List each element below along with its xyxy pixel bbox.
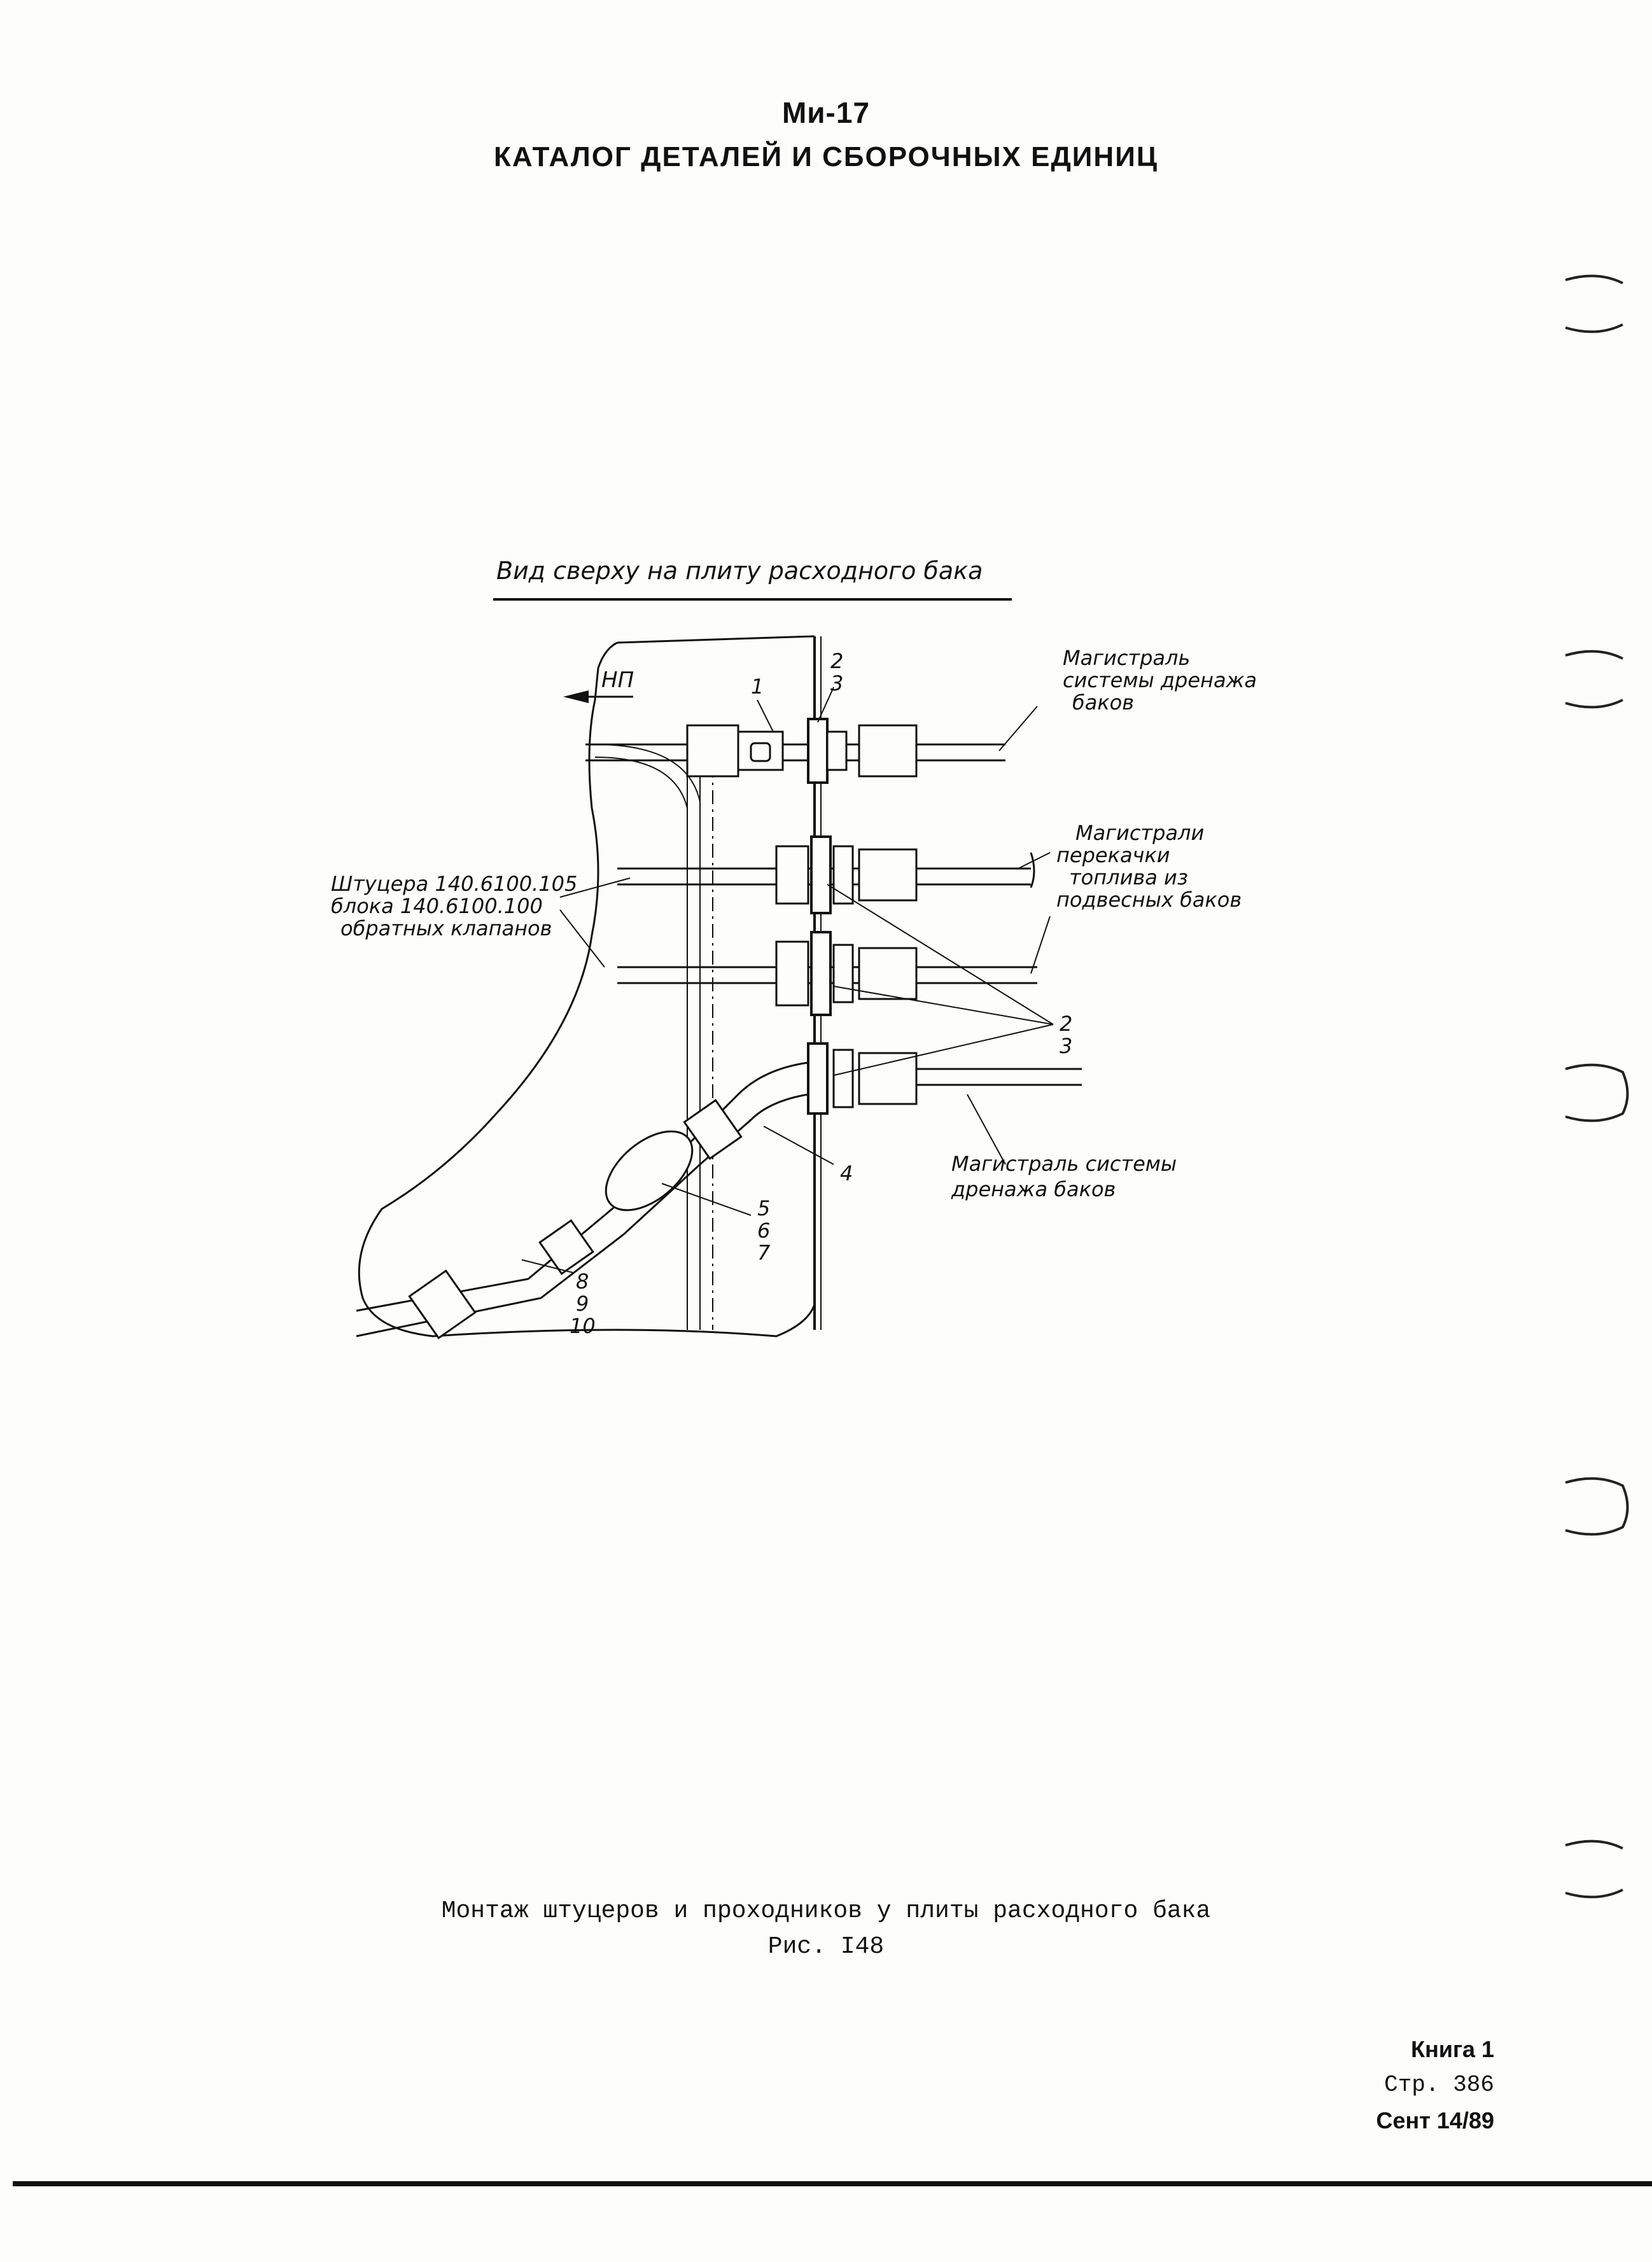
plate-outline <box>358 641 816 1337</box>
technical-drawing: Вид сверху на плиту расходного бака НП <box>305 541 1298 1419</box>
binder-hole-mark <box>1559 1056 1629 1133</box>
svg-text:Магистраль: Магистраль <box>1063 646 1190 670</box>
svg-text:дренажа баков: дренажа баков <box>951 1177 1116 1201</box>
footer-book: Книга 1 <box>1411 2036 1494 2062</box>
catalog-subtitle: КАТАЛОГ ДЕТАЛЕЙ И СБОРОЧНЫХ ЕДИНИЦ <box>494 141 1158 172</box>
pipe-row-transfer-2 <box>617 931 1037 1016</box>
callout-4: 4 <box>840 1161 853 1185</box>
figure-number: Рис. I48 <box>767 1933 885 1960</box>
svg-text:Штуцера 140.6100.105: Штуцера 140.6100.105 <box>331 872 577 896</box>
pipe-row-drain-top <box>585 718 1005 784</box>
catalog-title: Ми-17 <box>781 96 871 129</box>
svg-text:Магистрали: Магистрали <box>1075 821 1204 845</box>
svg-text:топлива из: топлива из <box>1069 865 1188 890</box>
label-drain-bottom: Магистраль системы дренажа баков <box>951 1152 1177 1201</box>
footer-date: Сент 14/89 <box>1376 2107 1494 2133</box>
callout-3-top: 3 <box>830 671 843 695</box>
svg-text:подвесных баков: подвесных баков <box>1056 888 1242 912</box>
binder-hole-mark <box>1559 643 1629 719</box>
binder-hole-mark <box>1559 1470 1629 1546</box>
view-title: Вид сверху на плиту расходного бака <box>496 557 983 585</box>
callout-1: 1 <box>751 674 764 699</box>
bottom-rule <box>13 2181 1652 2186</box>
label-transfer-lines: Магистрали перекачки топлива из подвесны… <box>1056 821 1242 912</box>
binder-hole-mark <box>1559 1833 1629 1909</box>
figure-caption: Монтаж штуцеров и проходников у плиты ра… <box>441 1897 1211 1925</box>
callout-2-top: 2 <box>830 649 843 673</box>
svg-text:перекачки: перекачки <box>1056 843 1170 867</box>
label-drain-top: Магистраль системы дренажа баков <box>1063 646 1257 715</box>
callout-6: 6 <box>757 1218 770 1243</box>
callout-5: 5 <box>757 1196 770 1220</box>
callout-9: 9 <box>576 1292 589 1316</box>
pipe-row-transfer-1 <box>617 835 1035 914</box>
label-fittings: Штуцера 140.6100.105 блока 140.6100.100 … <box>331 872 577 940</box>
svg-text:блока 140.6100.100: блока 140.6100.100 <box>331 894 543 918</box>
footer-page: Стр. 386 <box>1384 2072 1494 2098</box>
callout-3-right: 3 <box>1060 1034 1072 1058</box>
callout-7: 7 <box>757 1241 771 1265</box>
callout-8: 8 <box>576 1269 589 1294</box>
callout-10: 10 <box>570 1314 596 1338</box>
svg-text:обратных клапанов: обратных клапанов <box>340 916 552 940</box>
svg-text:Магистраль системы: Магистраль системы <box>951 1152 1177 1176</box>
pipe-row-drain-bottom <box>356 1042 1082 1339</box>
binder-hole-mark <box>1559 267 1629 344</box>
svg-text:системы дренажа: системы дренажа <box>1063 668 1257 692</box>
callout-2-right: 2 <box>1060 1012 1072 1036</box>
direction-label: НП <box>601 667 634 693</box>
svg-text:баков: баков <box>1072 690 1134 715</box>
